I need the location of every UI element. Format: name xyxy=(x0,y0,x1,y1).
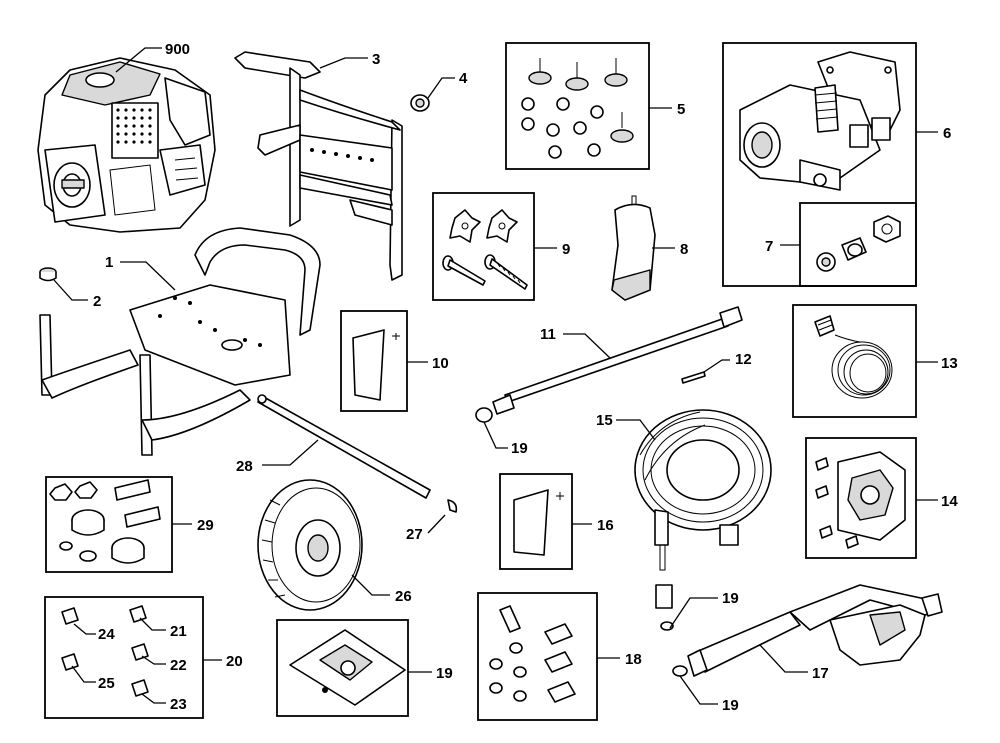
box-5 xyxy=(505,42,650,170)
spray-gun-icon xyxy=(687,584,943,677)
label-900: 900 xyxy=(165,41,190,58)
label-21: 21 xyxy=(170,623,187,640)
label-2: 2 xyxy=(93,293,101,310)
unloader-kit-icon xyxy=(816,215,901,272)
mount-kit-icon xyxy=(521,58,634,159)
label-11: 11 xyxy=(540,326,556,343)
hose-icon xyxy=(634,409,772,609)
box-19-kit xyxy=(276,619,409,717)
axle-icon xyxy=(257,394,431,499)
label-10: 10 xyxy=(432,355,449,372)
label-17: 17 xyxy=(812,665,829,682)
box-13 xyxy=(792,304,917,418)
screw-kit-icon xyxy=(489,605,576,703)
callout-labels: 900 3 4 5 6 7 9 8 1 2 10 11 12 13 19 15 … xyxy=(93,41,958,714)
foot-kit-icon xyxy=(49,479,161,564)
label-20: 20 xyxy=(226,653,243,670)
grommet-icon xyxy=(410,94,430,112)
label-18: 18 xyxy=(625,651,642,668)
decal-10-icon xyxy=(352,329,400,401)
label-1: 1 xyxy=(105,254,113,271)
box-20 xyxy=(44,596,204,719)
label-14: 14 xyxy=(941,493,958,510)
label-15: 15 xyxy=(596,412,613,429)
frame-icon xyxy=(39,227,321,456)
clip-icon xyxy=(447,499,458,513)
flange-kit-icon xyxy=(815,451,906,549)
box-18 xyxy=(477,592,598,721)
handle-icon xyxy=(234,51,403,281)
label-25: 25 xyxy=(98,675,115,692)
cap-icon xyxy=(39,267,57,282)
label-19-hose: 19 xyxy=(722,590,739,607)
hardware-bag-icon xyxy=(611,195,656,301)
label-13: 13 xyxy=(941,355,958,372)
decal-16-icon xyxy=(513,489,564,556)
label-8: 8 xyxy=(680,241,688,258)
pump-icon xyxy=(739,51,901,191)
label-26: 26 xyxy=(395,588,412,605)
label-6: 6 xyxy=(943,125,951,142)
label-9: 9 xyxy=(562,241,570,258)
box-10 xyxy=(340,310,408,412)
engine-icon xyxy=(37,57,216,233)
label-22: 22 xyxy=(170,657,187,674)
label-24: 24 xyxy=(98,626,115,643)
label-5: 5 xyxy=(677,101,685,118)
label-29: 29 xyxy=(197,517,214,534)
knob-bolt-kit-icon xyxy=(442,209,528,290)
label-7: 7 xyxy=(765,238,773,255)
pin-icon xyxy=(681,371,706,384)
box-9 xyxy=(432,192,535,301)
label-16: 16 xyxy=(597,517,614,534)
label-27: 27 xyxy=(406,526,423,543)
wheel-icon xyxy=(257,479,363,611)
label-19-gun: 19 xyxy=(722,697,739,714)
label-23: 23 xyxy=(170,696,187,713)
fitting-kit-icon xyxy=(61,605,149,697)
label-28: 28 xyxy=(236,458,253,475)
o-ring-icon xyxy=(660,621,688,677)
tip-hose-kit-icon xyxy=(814,315,893,399)
label-19-wand: 19 xyxy=(511,440,528,457)
box-16 xyxy=(499,473,573,570)
label-4: 4 xyxy=(459,70,468,87)
box-14 xyxy=(805,437,917,559)
wand-icon xyxy=(475,306,743,423)
decal-plate-icon xyxy=(289,629,406,706)
label-19-kit: 19 xyxy=(436,665,453,682)
label-3: 3 xyxy=(372,51,380,68)
leader-lines xyxy=(53,47,938,705)
label-12: 12 xyxy=(735,351,752,368)
